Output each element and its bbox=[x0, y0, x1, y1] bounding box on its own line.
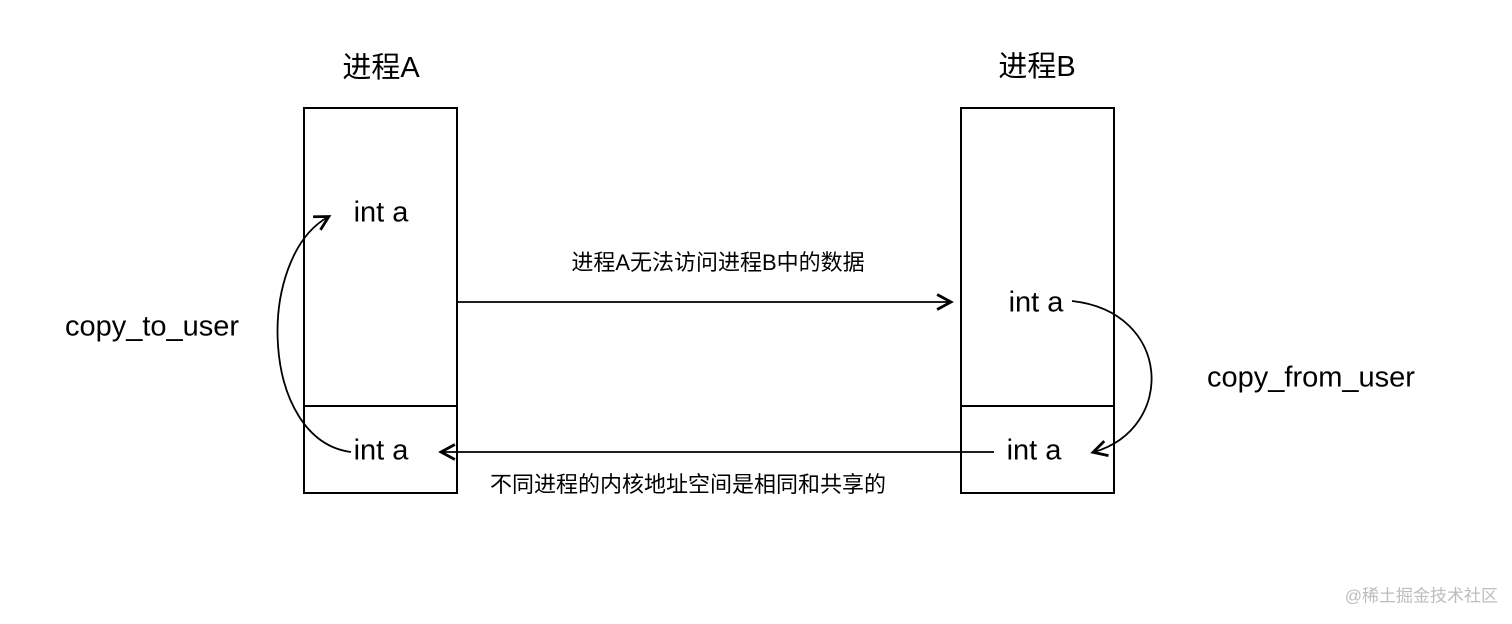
arrow-copy-to-user bbox=[276, 215, 352, 453]
process-b-title: 进程B bbox=[998, 51, 1076, 83]
user-space-arrow-note: 进程A无法访问进程B中的数据 bbox=[571, 250, 865, 275]
watermark: @稀土掘金技术社区 bbox=[1344, 586, 1498, 606]
copy-to-user-label: copy_to_user bbox=[64, 310, 240, 343]
kernel-space-arrow-note: 不同进程的内核地址空间是相同和共享的 bbox=[489, 472, 887, 497]
process-a-title: 进程A bbox=[342, 52, 420, 84]
arrow-copy-from-user bbox=[1071, 300, 1153, 457]
process-b-user-var: int a bbox=[1008, 286, 1064, 319]
process-a-user-var: int a bbox=[353, 196, 409, 229]
process-a-box bbox=[303, 107, 458, 494]
copy-from-user-label: copy_from_user bbox=[1207, 361, 1415, 394]
process-a-kernel-var: int a bbox=[353, 434, 409, 467]
process-b-box bbox=[960, 107, 1115, 494]
process-b-kernel-var: int a bbox=[1006, 434, 1062, 467]
